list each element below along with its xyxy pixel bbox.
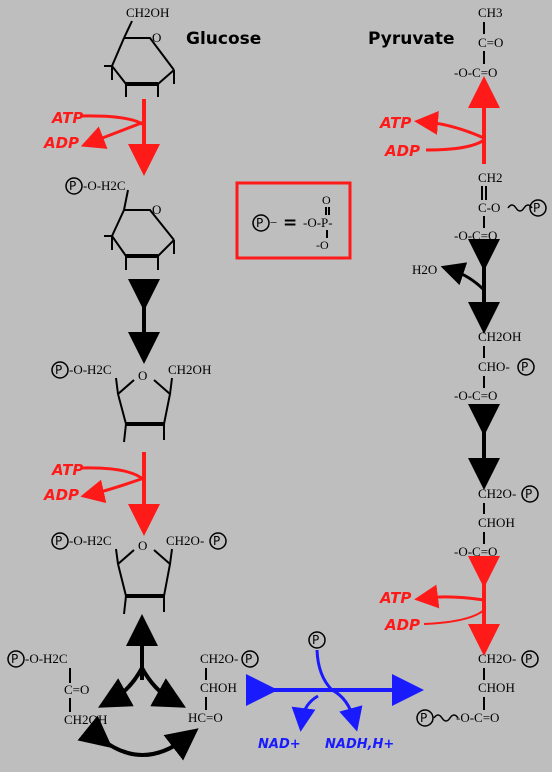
svg-text:P: P: [69, 179, 76, 193]
aldolase-split-arrow: [77, 614, 199, 761]
adp-label-4: ADP: [384, 142, 420, 160]
svg-text:O: O: [322, 193, 331, 207]
svg-text:-O-P-: -O-P-: [303, 215, 333, 230]
enolase-step: H2O: [412, 239, 500, 334]
fructose-1-6-bisphosphate: P -O-H2C CH2O- P O: [51, 532, 227, 615]
svg-text:−: −: [270, 215, 277, 230]
svg-text:CH2OH: CH2OH: [478, 329, 521, 344]
atp-adp-step-1: ATP ADP: [43, 99, 160, 176]
glyceraldehyde-3-phosphate: CH2O- P CHOH HC=O: [188, 650, 259, 725]
svg-text:O: O: [152, 30, 161, 45]
svg-text:P: P: [213, 534, 220, 548]
svg-text:-O-C=O: -O-C=O: [454, 65, 497, 80]
svg-text:CHO-: CHO-: [478, 359, 510, 374]
svg-text:CH2O-: CH2O-: [166, 533, 204, 548]
svg-text:C=O: C=O: [64, 682, 89, 697]
svg-text:CHOH: CHOH: [200, 680, 237, 695]
fructose-6-phosphate: P -O-H2C CH2OH O: [51, 361, 211, 443]
2-phosphoglycerate: CH2OH CHO- P -O-C=O: [454, 329, 535, 403]
atp-label-4: ATP: [379, 114, 411, 132]
svg-text:P: P: [55, 534, 62, 548]
svg-text:-O-C=O: -O-C=O: [456, 710, 499, 725]
svg-text:-O-H2C: -O-H2C: [69, 362, 112, 377]
1-3-bisphosphoglycerate: CH2O- P CHOH P -O-C=O: [416, 650, 539, 727]
svg-text:P: P: [525, 652, 532, 666]
svg-text:CH2O-: CH2O-: [478, 651, 516, 666]
svg-text:P: P: [312, 633, 319, 647]
nad-label: NAD+: [258, 737, 301, 752]
svg-text:P: P: [420, 711, 427, 725]
glucose-molecule: CH2OH O: [104, 5, 175, 97]
svg-text:CH2: CH2: [478, 170, 503, 185]
svg-text:P: P: [525, 487, 532, 501]
glucose-ch2oh: CH2OH: [126, 5, 169, 20]
pyruvate-label: Pyruvate: [368, 29, 455, 49]
svg-text:O: O: [152, 202, 161, 217]
svg-text:P: P: [11, 652, 18, 666]
atp-adp-step-4: ATP ADP: [379, 76, 500, 164]
phosphoenolpyruvate: CH2 C-O P -O-C=O: [454, 170, 547, 243]
svg-text:CH2O-: CH2O-: [200, 651, 238, 666]
atp-adp-step-3: ATP ADP: [379, 556, 500, 656]
atp-label-1: ATP: [51, 109, 83, 127]
glucose-6-phosphate: P -O-H2C O: [65, 177, 175, 270]
svg-text:P: P: [245, 652, 252, 666]
3-phosphoglycerate: CH2O- P CHOH -O-C=O: [454, 485, 539, 559]
phosphate-legend: P − = -O-P- O -O: [235, 181, 352, 260]
svg-text:-O-C=O: -O-C=O: [454, 388, 497, 403]
adp-label-3: ADP: [384, 616, 420, 634]
svg-text:-O-H2C: -O-H2C: [83, 178, 126, 193]
svg-text:-O-C=O: -O-C=O: [454, 544, 497, 559]
svg-text:-O-H2C: -O-H2C: [25, 651, 68, 666]
svg-text:CHOH: CHOH: [478, 515, 515, 530]
atp-adp-step-2: ATP ADP: [43, 452, 160, 536]
nadh-label: NADH,H+: [325, 737, 394, 752]
svg-text:CH2OH: CH2OH: [168, 362, 211, 377]
svg-text:CH3: CH3: [478, 5, 503, 20]
pyruvate-molecule: CH3 C=O -O-C=O: [454, 5, 503, 80]
svg-text:O: O: [138, 538, 147, 553]
gapdh-reaction: P NAD+ NADH,H+: [246, 631, 424, 752]
svg-text:CHOH: CHOH: [478, 680, 515, 695]
svg-text:HC=O: HC=O: [188, 710, 223, 725]
svg-text:P: P: [55, 363, 62, 377]
atp-label-3: ATP: [379, 589, 411, 607]
svg-text:CH2OH: CH2OH: [64, 712, 107, 727]
svg-text:C-O: C-O: [478, 200, 500, 215]
adp-label-2: ADP: [43, 486, 79, 504]
svg-text:P: P: [256, 216, 263, 230]
svg-text:C=O: C=O: [478, 35, 503, 50]
svg-text:=: =: [283, 213, 297, 233]
svg-text:P: P: [521, 360, 528, 374]
svg-text:-O-H2C: -O-H2C: [69, 533, 112, 548]
svg-text:O: O: [138, 368, 147, 383]
svg-text:-O: -O: [316, 238, 329, 252]
svg-text:CH2O-: CH2O-: [478, 486, 516, 501]
svg-text:P: P: [533, 201, 540, 215]
atp-label-2: ATP: [51, 461, 83, 479]
adp-label-1: ADP: [43, 134, 79, 152]
glucose-label: Glucose: [186, 29, 261, 49]
svg-text:-O-C=O: -O-C=O: [454, 228, 497, 243]
h2o-label: H2O: [412, 262, 437, 277]
dihydroxyacetone-phosphate: P -O-H2C C=O CH2OH: [7, 650, 107, 727]
